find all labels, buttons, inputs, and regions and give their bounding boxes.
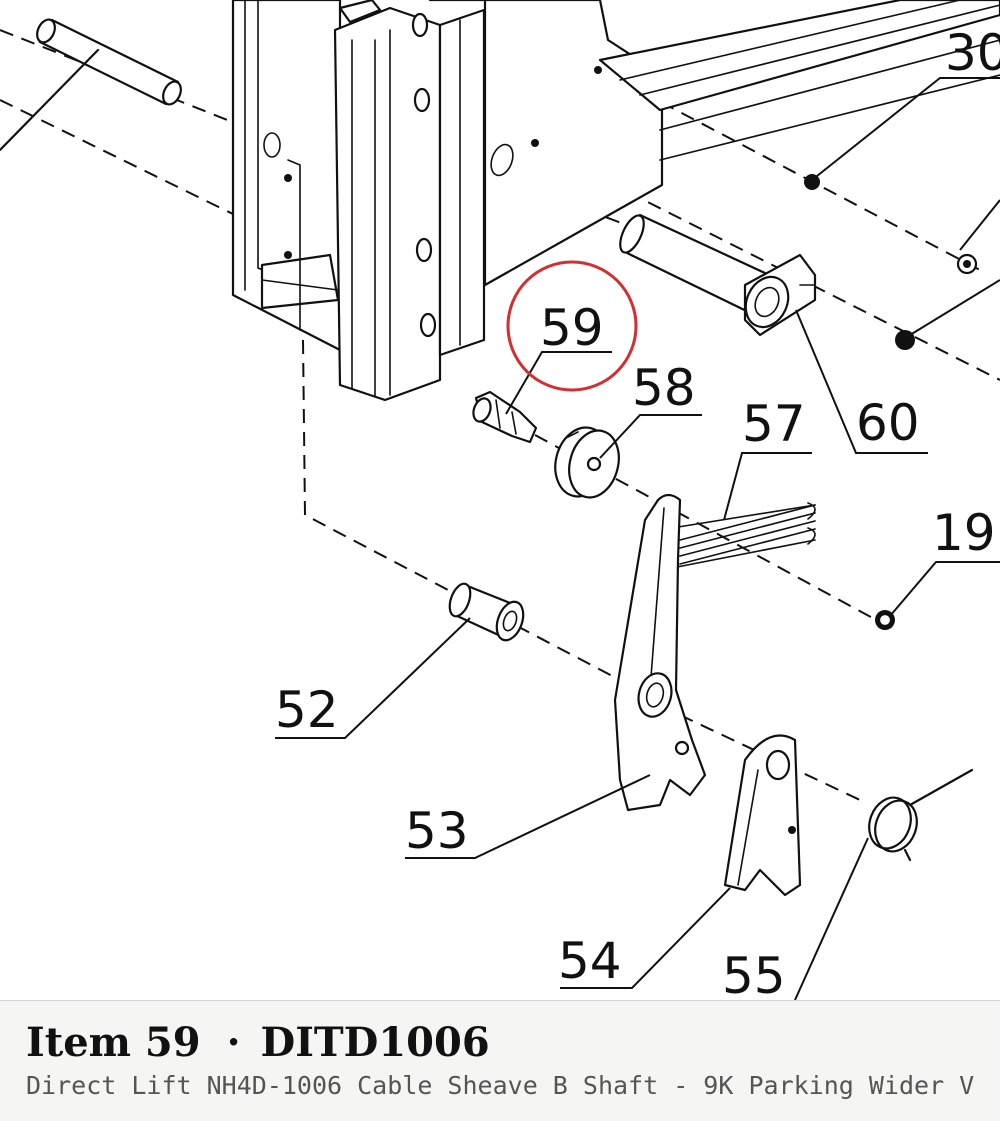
item-label: Item 59 bbox=[26, 1019, 201, 1066]
part-58-cable-sheave bbox=[554, 426, 620, 499]
part-60-shaft bbox=[619, 213, 817, 337]
label-53: 53 bbox=[405, 802, 469, 860]
label-55: 55 bbox=[722, 947, 786, 1000]
label-58: 58 bbox=[632, 359, 696, 417]
part-57-springs bbox=[671, 502, 816, 569]
callout-labels: 30 59 58 57 60 19 52 53 54 55 bbox=[275, 24, 1000, 1000]
label-59: 59 bbox=[540, 299, 604, 357]
pin-top-left bbox=[0, 18, 182, 152]
parts-diagram: 30 59 58 57 60 19 52 53 54 55 bbox=[0, 0, 1000, 1000]
label-54: 54 bbox=[558, 932, 622, 990]
label-60: 60 bbox=[856, 394, 920, 452]
title-separator: · bbox=[226, 1019, 241, 1066]
highlight-circle bbox=[506, 260, 638, 392]
part-55-torsion-spring bbox=[868, 768, 974, 862]
label-19: 19 bbox=[932, 504, 996, 562]
item-title-row: Item 59 · DITD1006 bbox=[26, 1019, 490, 1066]
part-53-lever bbox=[613, 493, 707, 812]
part-number: DITD1006 bbox=[260, 1019, 490, 1066]
leader-lines bbox=[275, 77, 1000, 1000]
hardware-nuts bbox=[804, 174, 978, 630]
assembly-axis-lines bbox=[0, 29, 1000, 801]
part-54-bracket bbox=[723, 734, 802, 897]
label-52: 52 bbox=[275, 681, 339, 739]
part-59-sheave-shaft bbox=[472, 390, 538, 444]
label-57: 57 bbox=[742, 395, 806, 453]
part-description: Direct Lift NH4D-1006 Cable Sheave B Sha… bbox=[26, 1071, 975, 1100]
lift-column-frame bbox=[231, 0, 1000, 402]
item-info-footer: Item 59 · DITD1006 Direct Lift NH4D-1006 C… bbox=[0, 1000, 1000, 1121]
part-52-bushing bbox=[448, 582, 525, 642]
label-30: 30 bbox=[945, 24, 1000, 82]
